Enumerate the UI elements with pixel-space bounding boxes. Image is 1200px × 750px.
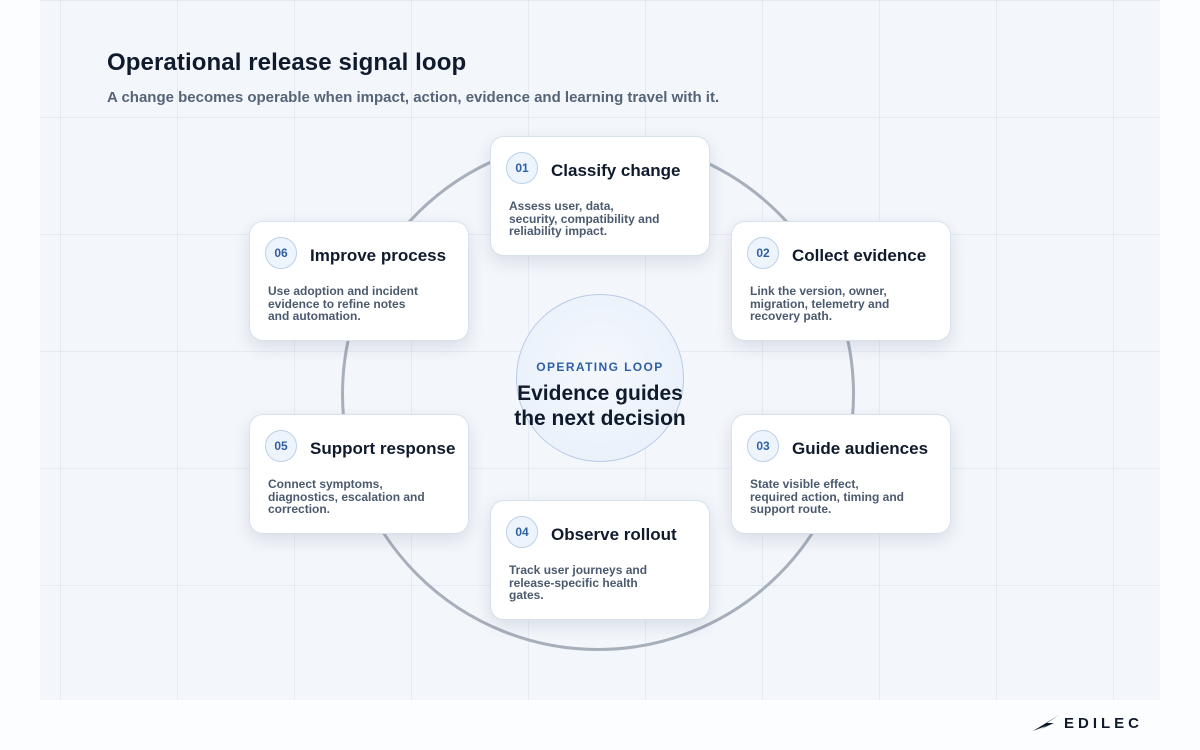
brand-name: EDILEC [1064, 714, 1144, 732]
step-number-badge: 06 [265, 237, 297, 269]
step-number-badge: 01 [506, 152, 538, 184]
brand-logo: EDILEC [1032, 712, 1143, 734]
step-title: Support response [310, 439, 456, 458]
step-title: Classify change [551, 161, 681, 180]
center-eyebrow: OPERATING LOOP [536, 360, 664, 374]
step-description: Assess user, data, security, compatibili… [509, 199, 660, 238]
step-description: Track user journeys and release-specific… [509, 563, 648, 602]
step-description: Link the version, owner, migration, tele… [750, 284, 890, 323]
step-card-observe-rollout: 04 Observe rollout Track user journeys a… [490, 500, 710, 620]
step-card-support-response: 05 Support response Connect symptoms, di… [249, 414, 469, 534]
step-title: Guide audiences [792, 439, 929, 458]
step-title: Improve process [310, 246, 447, 265]
step-number-badge: 04 [506, 516, 538, 548]
step-card-improve-process: 06 Improve process Use adoption and inci… [249, 221, 469, 341]
step-number-badge: 02 [747, 237, 779, 269]
step-card-guide-audiences: 03 Guide audiences State visible effect,… [731, 414, 951, 534]
step-title: Collect evidence [792, 246, 927, 265]
step-card-classify-change: 01 Classify change Assess user, data, se… [490, 136, 710, 256]
step-description: Use adoption and incident evidence to re… [268, 284, 419, 323]
step-description: State visible effect, required action, t… [750, 477, 905, 516]
center-circle [516, 294, 684, 462]
page-title: Operational release signal loop [107, 49, 467, 76]
step-title: Observe rollout [551, 525, 677, 544]
step-number-badge: 03 [747, 430, 779, 462]
page-subtitle: A change becomes operable when impact, a… [107, 89, 720, 106]
center-text: Evidence guides the next decision [514, 382, 686, 430]
bird-wing-logo-icon [1033, 715, 1059, 731]
step-card-collect-evidence: 02 Collect evidence Link the version, ow… [731, 221, 951, 341]
step-number-badge: 05 [265, 430, 297, 462]
step-description: Connect symptoms, diagnostics, escalatio… [268, 477, 425, 516]
